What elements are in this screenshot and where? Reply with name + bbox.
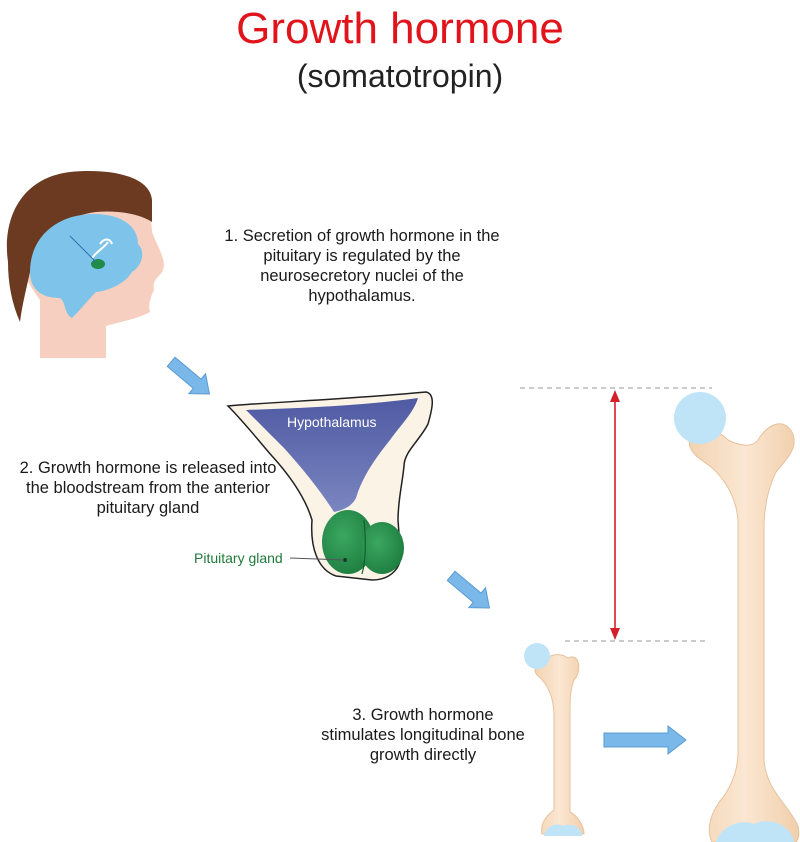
brain-pituitary-spot [91, 259, 105, 269]
small-femur [524, 643, 585, 836]
head-illustration [6, 171, 164, 358]
brain [30, 214, 143, 318]
arrow-pituitary-to-bone [446, 570, 491, 609]
large-femur [674, 392, 800, 842]
step-1-text: 1. Secretion of growth hormone in the pi… [224, 227, 500, 305]
step-3-text: 3. Growth hormone stimulates longitudina… [321, 706, 525, 764]
step-2-text: 2. Growth hormone is released into the b… [19, 459, 277, 517]
growth-measurement [520, 387, 712, 642]
arrow-head-to-hypothalamus [166, 356, 211, 395]
pituitary-gland [322, 510, 404, 575]
pituitary-label: Pituitary gland [194, 550, 283, 566]
hypothalamus-region [246, 398, 418, 512]
page-title: Growth hormone [236, 4, 564, 53]
hair [6, 171, 153, 322]
arrow-small-to-large-bone [603, 724, 687, 756]
pituitary-pointer-line [289, 557, 345, 561]
hypothalamus-label: Hypothalamus [287, 414, 377, 430]
hypothalamus-pituitary-illustration: Hypothalamus Pituitary gland [194, 391, 433, 581]
page-subtitle: (somatotropin) [296, 58, 504, 94]
